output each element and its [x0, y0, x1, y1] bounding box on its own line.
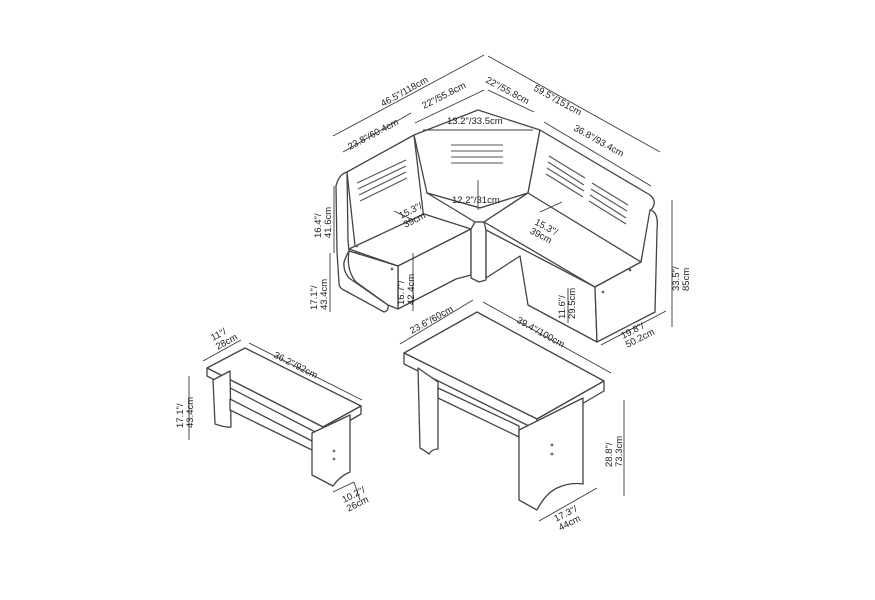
- table-left-leg: [417, 367, 439, 455]
- table: [403, 311, 605, 511]
- label-storage-height: 11.6"/ 29.5cm: [557, 288, 578, 319]
- screw-hole: [390, 267, 394, 271]
- screw-hole: [550, 452, 554, 456]
- label-overall-right: 59.5"/151cm: [532, 83, 584, 118]
- bench-left-leg: [212, 370, 232, 428]
- label-bench-leg-width: 10.2"/ 26cm: [340, 484, 374, 515]
- label-back-height: 16.4"/ 41.6cm: [313, 207, 334, 238]
- label-seat-height-left: 17.1"/ 43.4cm: [309, 279, 330, 310]
- label-corner-back-width: 13.2"/33.5cm: [447, 116, 503, 127]
- corner-post: [470, 221, 487, 283]
- screw-hole: [355, 244, 359, 248]
- bench-right-leg: [311, 414, 351, 487]
- label-table-height: 28.8"/ 73.3cm: [604, 436, 625, 467]
- screw-hole: [332, 457, 336, 461]
- corner-bench-dimension-lines: [329, 54, 673, 346]
- label-bench-depth: 11"/ 28cm: [209, 323, 239, 352]
- backrest-slats: [356, 144, 629, 225]
- screw-hole: [550, 443, 554, 447]
- label-bench-height: 17.1"/ 43.4cm: [175, 397, 196, 428]
- right-end-panel: [594, 209, 658, 343]
- corner-bench: [335, 109, 658, 343]
- screw-hole: [332, 449, 336, 453]
- label-corner-depth: 12.2"/31cm: [452, 195, 500, 206]
- bench-dimension-lines: [188, 339, 363, 501]
- label-inner-seat-height: 16.7"/ 42.4cm: [396, 274, 417, 305]
- table-dimension-lines: [399, 299, 625, 522]
- screw-hole: [628, 268, 632, 272]
- bench: [206, 347, 362, 487]
- left-seat-side: [347, 250, 399, 310]
- label-total-height: 33.5"/ 85cm: [671, 264, 692, 291]
- screw-hole: [601, 290, 605, 294]
- label-table-leg-width: 17.3"/ 44cm: [552, 503, 586, 534]
